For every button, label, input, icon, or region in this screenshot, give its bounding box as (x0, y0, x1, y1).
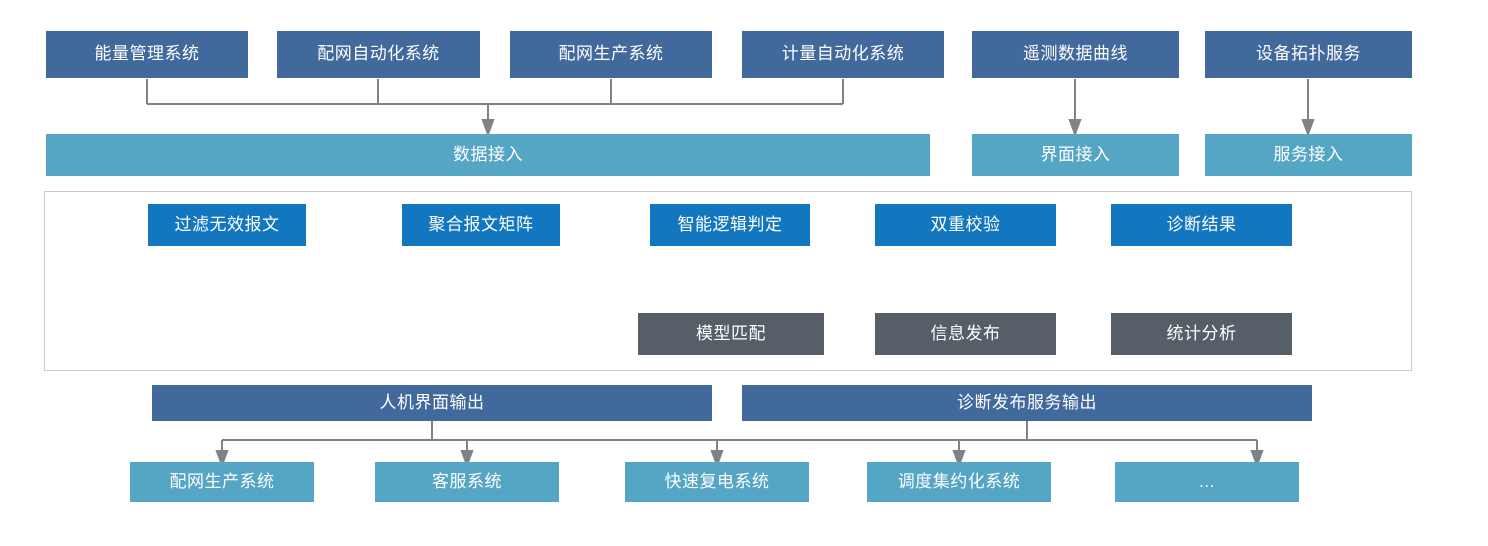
consumer-box-label: ... (1199, 471, 1215, 491)
process-box-aggregate-message-matrix[interactable]: 聚合报文矩阵 (402, 204, 560, 246)
result-action-label: 统计分析 (1166, 323, 1237, 343)
access-bar-label: 服务接入 (1273, 144, 1344, 164)
process-box-filter-invalid-messages[interactable]: 过滤无效报文 (148, 204, 306, 246)
consumer-box-label: 调度集约化系统 (897, 471, 1021, 491)
output-bar-diagnosis-publish-service[interactable]: 诊断发布服务输出 (742, 385, 1312, 421)
consumer-box-rapid-restoration[interactable]: 快速复电系统 (625, 462, 809, 502)
result-action-box-info-publish[interactable]: 信息发布 (875, 313, 1056, 355)
source-box-label: 计量自动化系统 (781, 44, 905, 64)
consumer-box-distribution-production[interactable]: 配网生产系统 (130, 462, 314, 502)
source-box-metering-automation[interactable]: 计量自动化系统 (742, 31, 944, 78)
process-box-label: 智能逻辑判定 (677, 214, 783, 234)
process-box-label: 双重校验 (930, 214, 1001, 234)
source-box-label: 遥测数据曲线 (1023, 44, 1128, 64)
result-action-box-statistical-analysis[interactable]: 统计分析 (1111, 313, 1292, 355)
source-box-label: 配网生产系统 (558, 44, 664, 64)
access-bar-label: 数据接入 (453, 144, 523, 164)
process-box-label: 聚合报文矩阵 (428, 214, 534, 234)
access-bar-label: 界面接入 (1040, 144, 1111, 164)
source-box-label: 能量管理系统 (94, 44, 200, 64)
process-box-double-verification[interactable]: 双重校验 (875, 204, 1056, 246)
consumer-box-label: 客服系统 (432, 471, 502, 491)
source-box-distribution-production[interactable]: 配网生产系统 (510, 31, 712, 78)
process-box-label: 过滤无效报文 (174, 214, 280, 234)
source-box-telemetry-curve[interactable]: 遥测数据曲线 (972, 31, 1179, 78)
consumer-box-label: 快速复电系统 (664, 471, 770, 491)
result-action-box-model-match[interactable]: 模型匹配 (638, 313, 824, 355)
output-bar-hmi[interactable]: 人机界面输出 (152, 385, 712, 421)
result-action-label: 模型匹配 (696, 323, 766, 343)
output-bar-label: 人机界面输出 (379, 392, 485, 412)
source-box-energy-management[interactable]: 能量管理系统 (46, 31, 248, 78)
process-box-intelligent-logic-decision[interactable]: 智能逻辑判定 (650, 204, 810, 246)
access-bar-data[interactable]: 数据接入 (46, 134, 930, 176)
consumer-box-label: 配网生产系统 (169, 471, 275, 491)
process-box-label: 诊断结果 (1166, 214, 1237, 234)
access-bar-service[interactable]: 服务接入 (1205, 134, 1412, 176)
consumer-box-more[interactable]: ... (1115, 462, 1299, 502)
source-box-label: 配网自动化系统 (317, 44, 440, 64)
access-bar-ui[interactable]: 界面接入 (972, 134, 1179, 176)
consumer-box-dispatch-intensive[interactable]: 调度集约化系统 (867, 462, 1051, 502)
source-box-device-topology-service[interactable]: 设备拓扑服务 (1205, 31, 1412, 78)
consumer-box-customer-service[interactable]: 客服系统 (375, 462, 559, 502)
source-box-label: 设备拓扑服务 (1256, 44, 1361, 64)
output-bar-label: 诊断发布服务输出 (957, 392, 1097, 412)
result-action-label: 信息发布 (930, 323, 1001, 343)
source-box-distribution-automation[interactable]: 配网自动化系统 (277, 31, 480, 78)
process-box-diagnosis-result[interactable]: 诊断结果 (1111, 204, 1292, 246)
